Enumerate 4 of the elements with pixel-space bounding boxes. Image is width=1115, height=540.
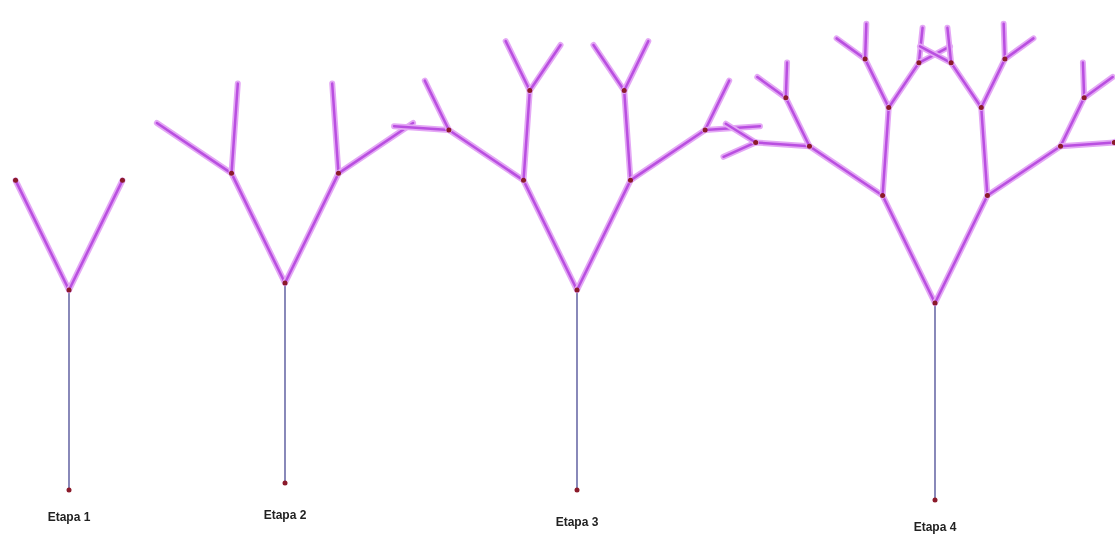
stage-label: Etapa 1 (47, 510, 91, 524)
stage-label: Etapa 2 (263, 508, 307, 522)
stage-label: Etapa 3 (555, 515, 599, 529)
stage-label: Etapa 4 (913, 520, 957, 534)
